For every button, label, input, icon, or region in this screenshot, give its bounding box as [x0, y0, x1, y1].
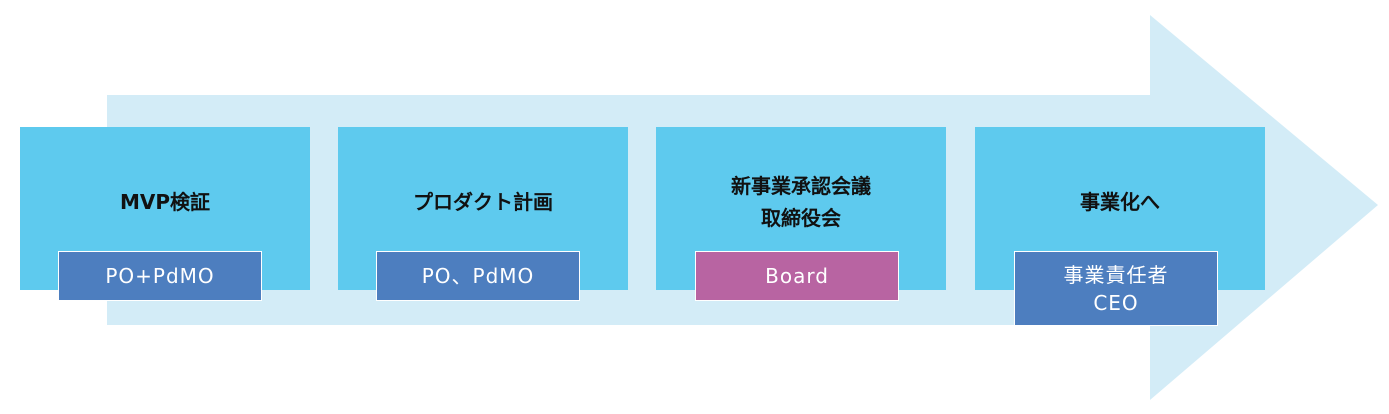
- role-badge-ceo: 事業責任者 CEO: [1014, 251, 1218, 326]
- stage-title: 事業化へ: [1080, 190, 1160, 214]
- stage-title: プロダクト計画: [413, 190, 553, 214]
- role-badge-po-pdmo-2: PO、PdMO: [376, 251, 580, 301]
- stage-title: MVP検証: [119, 190, 211, 214]
- stage-title: 新事業承認会議 取締役会: [731, 174, 871, 230]
- role-badge-board: Board: [695, 251, 899, 301]
- role-badge-po-pdmo: PO+PdMO: [58, 251, 262, 301]
